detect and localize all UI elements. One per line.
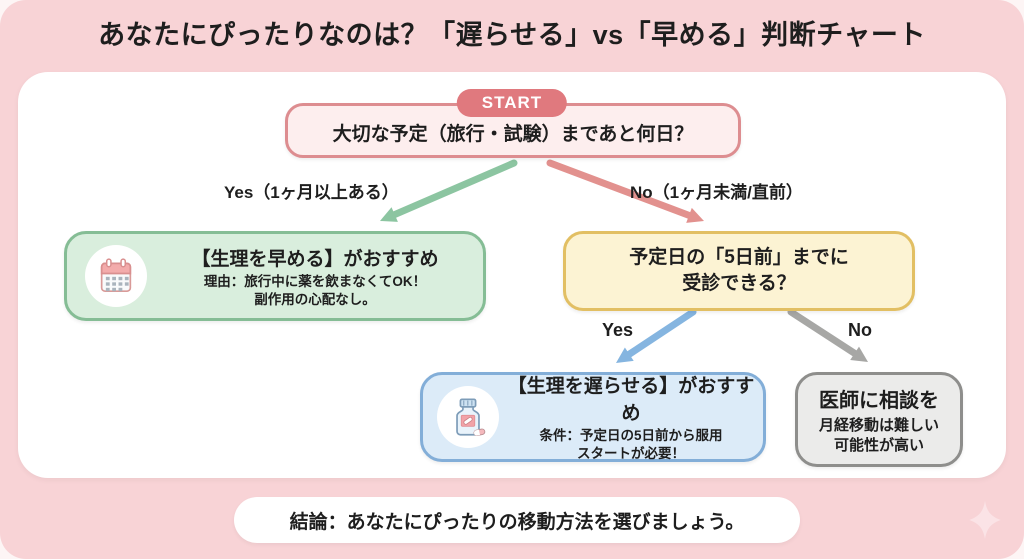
delay-recommendation-box: 【生理を遅らせる】がおすすめ 条件：予定日の5日前から服用 スタートが必要！ (420, 372, 766, 462)
consult-box-title: 医師に相談を (819, 389, 939, 412)
delay-box-line2: スタートが必要！ (577, 446, 685, 461)
delay-box-line1: 条件：予定日の5日前から服用 (539, 428, 723, 443)
advance-recommendation-box: 【生理を早める】がおすすめ 理由：旅行中に薬を飲まなくてOK！ 副作用の心配なし… (64, 231, 486, 321)
pill-bottle-icon-circle (437, 386, 499, 448)
advance-box-title: 【生理を早める】がおすすめ (191, 248, 439, 270)
branch1-yes-label: Yes（1ヶ月以上ある） (224, 183, 399, 202)
delay-box-text: 【生理を遅らせる】がおすすめ 条件：予定日の5日前から服用 スタートが必要！ (499, 371, 763, 463)
delay-box-title: 【生理を遅らせる】がおすすめ (507, 376, 755, 424)
consult-box-line2: 可能性が高い (833, 436, 924, 454)
branch2-no-label: No (848, 320, 872, 340)
page-title: あなたにぴったりなのは？「遅らせる」vs「早める」判断チャート (98, 20, 926, 50)
branch1-no-label: No（1ヶ月未満/直前） (630, 183, 803, 202)
consult-doctor-box: 医師に相談を 月経移動は難しい 可能性が高い (795, 372, 963, 467)
question-1-text: 大切な予定（旅行・試験）まであと何日？ (332, 124, 694, 145)
question-2-line2: 受診できる？ (682, 273, 796, 294)
consult-box-line1: 月経移動は難しい (818, 416, 939, 434)
advance-box-text: 【生理を早める】がおすすめ 理由：旅行中に薬を飲まなくてOK！ 副作用の心配なし… (147, 244, 483, 309)
question-2-line1: 予定日の「5日前」までに (629, 247, 849, 268)
calendar-icon-circle (85, 245, 147, 307)
pill-bottle-icon (456, 398, 486, 437)
sparkle-icon (969, 500, 1001, 540)
branch2-yes-label: Yes (602, 320, 634, 340)
calendar-icon (100, 258, 132, 293)
question-2-box: 予定日の「5日前」までに 受診できる？ (563, 231, 915, 311)
conclusion-text: 結論：あなたにぴったりの移動方法を選びましょう。 (289, 511, 745, 533)
advance-box-line2: 副作用の心配なし。 (254, 291, 376, 307)
conclusion-bar: 結論：あなたにぴったりの移動方法を選びましょう。 (234, 497, 800, 543)
advance-box-line1: 理由：旅行中に薬を飲まなくてOK！ (203, 273, 427, 289)
start-badge: START (456, 89, 568, 117)
